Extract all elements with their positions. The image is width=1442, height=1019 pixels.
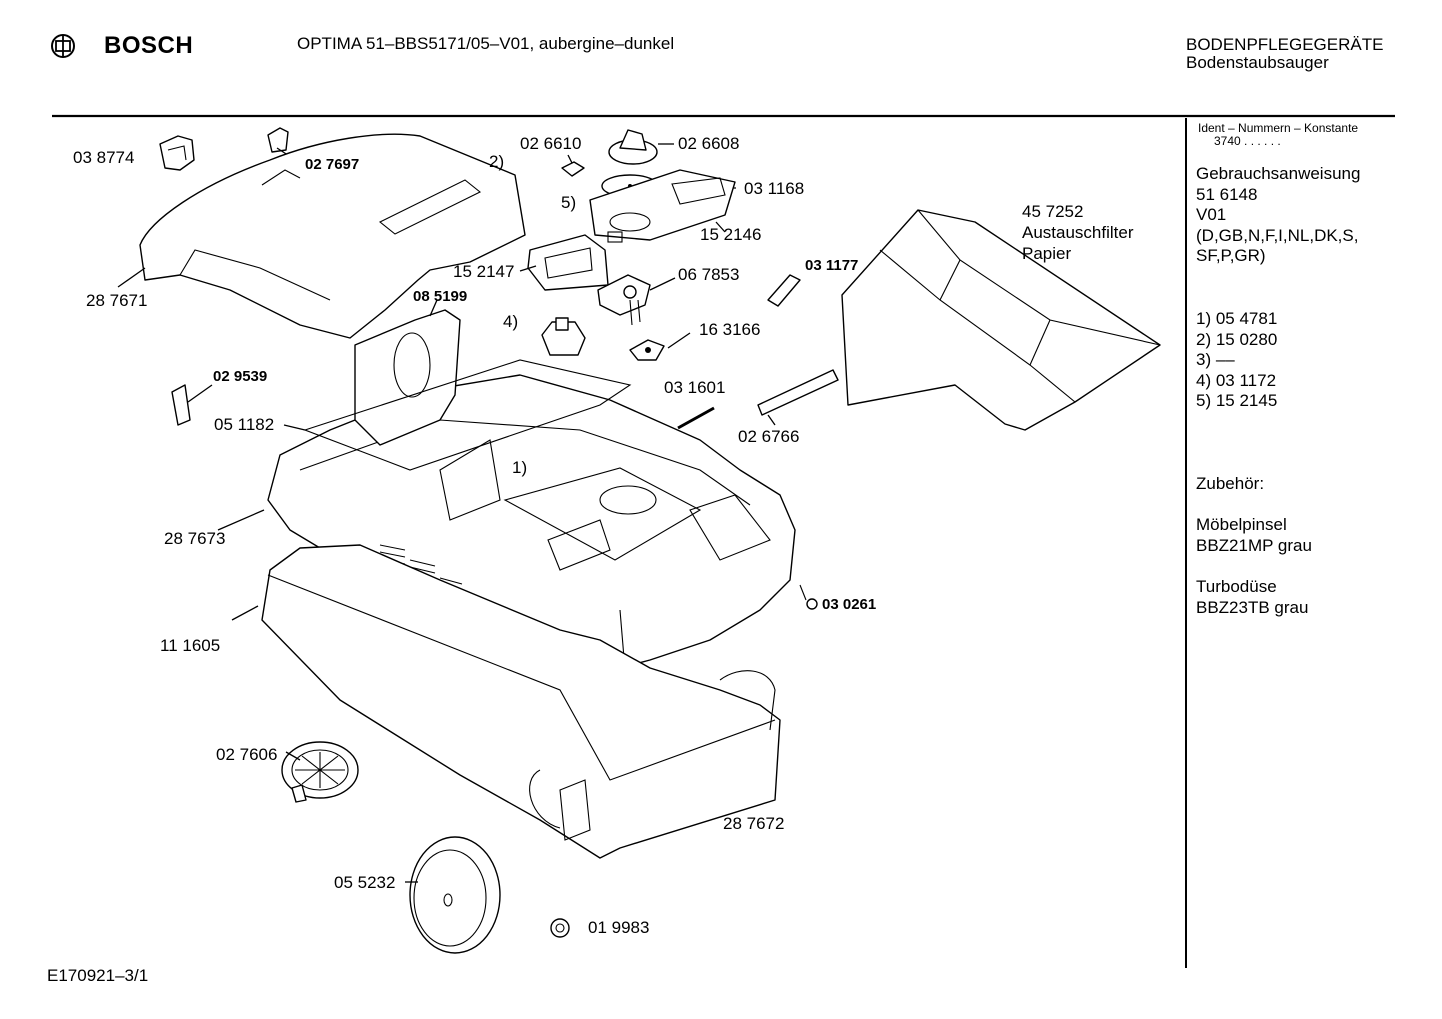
- part-067853-switch: [597, 274, 651, 326]
- part-287671-lid: [139, 133, 526, 339]
- label-027697: 02 7697: [305, 156, 360, 173]
- part-051182-frame: [303, 359, 632, 471]
- footnote-item: 2) 15 0280: [1196, 329, 1278, 349]
- manual-line: V01: [1196, 205, 1227, 224]
- accessories-title: Zubehör:: [1196, 474, 1265, 493]
- manual-line: (D,GB,N,F,I,NL,DK,S,: [1196, 225, 1359, 245]
- manual-line: SF,P,GR): [1196, 246, 1266, 265]
- label-067853: 06 7853: [678, 265, 740, 284]
- part-085199-handle: [354, 309, 461, 446]
- category-title: BODENPFLEGEGERÄTE: [1186, 35, 1384, 54]
- label-055232: 05 5232: [334, 873, 396, 892]
- label-457252: 45 7252: [1022, 202, 1084, 221]
- callout-2: 2): [489, 152, 505, 171]
- part-031601-rod: [677, 406, 715, 430]
- label-027606: 02 7606: [216, 745, 278, 764]
- manual-line: 51 6148: [1196, 184, 1258, 204]
- label-287671: 28 7671: [86, 291, 148, 310]
- part-055232-wheel: [409, 836, 501, 954]
- accessory-code: BBZ23TB grau: [1196, 597, 1309, 617]
- manual-block: Gebrauchsanweisung 51 6148 V01 (D,GB,N,F…: [1196, 164, 1360, 267]
- part-026766-tube: [757, 369, 839, 416]
- label-031177: 03 1177: [805, 257, 859, 274]
- subcategory-title: Bodenstaubsauger: [1186, 53, 1329, 72]
- part-287672-base: [261, 544, 781, 859]
- label-152146: 15 2146: [700, 225, 762, 244]
- part-026610-square: [561, 161, 585, 177]
- label-026766: 02 6766: [738, 427, 800, 446]
- label-457252-name2: Papier: [1022, 244, 1072, 263]
- bosch-armature-icon: [51, 34, 75, 58]
- part-027606-castor-wheel: [281, 741, 359, 803]
- part-152146-control-housing: [589, 169, 736, 243]
- label-031601: 03 1601: [664, 378, 726, 397]
- ident-title: Ident – Nummern – Konstante: [1198, 121, 1359, 135]
- label-287672: 28 7672: [723, 814, 785, 833]
- footnote-item: 5) 15 2145: [1196, 391, 1278, 410]
- accessory-item: Möbelpinsel BBZ21MP grau: [1196, 515, 1312, 556]
- part-152147-cover: [527, 234, 609, 291]
- label-029539: 02 9539: [213, 368, 268, 385]
- manual-line: Gebrauchsanweisung: [1196, 164, 1361, 183]
- label-019983: 01 9983: [588, 918, 650, 937]
- callout-5: 5): [561, 193, 577, 212]
- callout-4: 4): [503, 312, 519, 331]
- label-457252-name1: Austauschfilter: [1022, 223, 1134, 242]
- label-111605: 11 1605: [160, 636, 221, 655]
- label-026608: 02 6608: [678, 134, 740, 153]
- accessory-item: Turbodüse BBZ23TB grau: [1196, 577, 1308, 618]
- accessory-name: Turbodüse: [1196, 577, 1277, 596]
- callout-1: 1): [512, 458, 528, 477]
- label-038774: 03 8774: [73, 148, 135, 167]
- brand-name: BOSCH: [104, 32, 194, 59]
- label-026610: 02 6610: [520, 134, 582, 153]
- label-163166: 16 3166: [699, 320, 761, 339]
- label-085199: 08 5199: [413, 288, 468, 305]
- ident-value: 3740 . . . . . .: [1214, 134, 1281, 148]
- part-callout4-component: [541, 317, 586, 356]
- footnote-list: 1) 05 4781 2) 15 0280 3) –– 4) 03 1172 5…: [1196, 309, 1277, 412]
- part-163166-clamp: [629, 339, 665, 361]
- footnote-item: 3) ––: [1196, 350, 1235, 369]
- label-030261: 03 0261: [822, 596, 877, 613]
- label-031168: 03 1168: [744, 179, 805, 198]
- footnote-item: 1) 05 4781: [1196, 309, 1278, 328]
- part-457252-filter-bag: [841, 209, 1161, 431]
- accessory-code: BBZ21MP grau: [1196, 535, 1312, 555]
- accessory-name: Möbelpinsel: [1196, 515, 1287, 534]
- model-title: OPTIMA 51–BBS5171/05–V01, aubergine–dunk…: [297, 34, 675, 53]
- label-152147: 15 2147: [453, 262, 515, 281]
- part-026608-knob: [608, 129, 658, 165]
- footnote-item: 4) 03 1172: [1196, 370, 1277, 390]
- part-030261-ring: [799, 584, 818, 610]
- part-038774-clip: [159, 135, 195, 171]
- bosch-logo: [50, 33, 76, 64]
- doc-code: E170921–3/1: [47, 966, 149, 985]
- part-029539-clip: [171, 384, 191, 426]
- part-027697-bracket: [267, 127, 289, 153]
- label-051182: 05 1182: [214, 415, 275, 434]
- part-031177-pad: [767, 274, 801, 307]
- label-287673: 28 7673: [164, 529, 226, 548]
- part-019983-star-washer: [550, 918, 570, 938]
